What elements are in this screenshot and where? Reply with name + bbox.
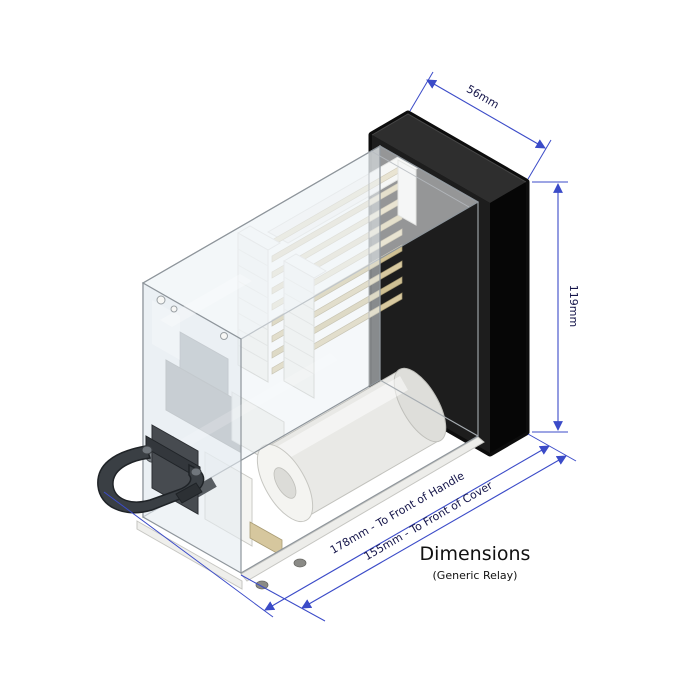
extension-line	[527, 433, 577, 462]
handle-latch-tab	[175, 482, 203, 504]
dimension-line	[301, 455, 567, 609]
glass-sheen	[152, 300, 180, 360]
extension-line	[409, 71, 434, 112]
cover-screw	[220, 332, 228, 340]
mounting-foot	[255, 580, 269, 590]
back-body-top-face	[372, 114, 526, 203]
handle-pivot-pin	[190, 467, 202, 477]
title-block: Dimensions (Generic Relay)	[420, 543, 531, 582]
cover-flange-line-top	[370, 150, 470, 208]
glass-sheen	[160, 274, 252, 327]
dimension-label-width: 56mm	[464, 82, 501, 111]
mounting-foot	[293, 558, 307, 568]
drawing-subtitle: (Generic Relay)	[433, 569, 518, 582]
extension-line	[103, 491, 274, 618]
bail-handle	[97, 424, 205, 515]
back-body-edge-highlight	[371, 113, 527, 183]
extension-line	[240, 574, 326, 622]
glass-sheen	[180, 353, 338, 447]
back-body-right-face	[490, 182, 526, 453]
cover-screw	[170, 305, 178, 313]
coil-back-cap	[393, 367, 447, 443]
drawing-title: Dimensions	[420, 543, 531, 565]
cover-screw	[156, 295, 166, 305]
extension-line	[527, 139, 552, 180]
tan-spacer	[249, 521, 283, 557]
dimension-line	[426, 79, 546, 149]
coil-highlight	[278, 376, 408, 460]
handle-pivot-pin	[141, 445, 153, 455]
dimension-height: 119mm	[532, 181, 580, 433]
dimension-label-height: 119mm	[567, 285, 580, 327]
